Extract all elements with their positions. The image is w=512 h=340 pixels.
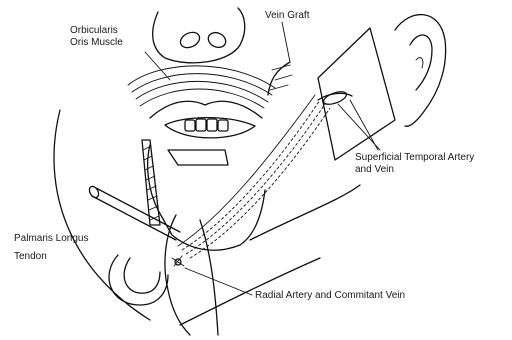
face-contour [54, 110, 150, 320]
mouth-opening [165, 118, 255, 138]
upper-lip [150, 101, 262, 118]
ear-inner-fold [416, 58, 423, 68]
orbicularis-leader [145, 52, 170, 80]
ear-inner [410, 35, 432, 90]
orbicularis-label-line1: Orbicularis [70, 25, 123, 37]
superficial-temporal-label: Superficial Temporal Artery and Vein [355, 152, 474, 176]
tooth [196, 119, 206, 131]
jaw-line [250, 185, 360, 240]
palmaris-label-line2: Tendon [14, 251, 88, 263]
superficial-temporal-label-line2: and Vein [355, 164, 474, 176]
forearm-flap [165, 215, 190, 335]
orbicularis-label-line2: Oris Muscle [70, 37, 123, 49]
tooth [207, 119, 217, 131]
palmaris-label-line1: Palmaris Longus [14, 233, 88, 245]
ear-outline [395, 15, 446, 127]
orbicularis-label: Orbicularis Oris Muscle [70, 25, 123, 49]
right-nostril [206, 30, 228, 50]
muscle-band [142, 140, 160, 225]
orbicularis-arc-4 [140, 89, 264, 108]
orbicularis-arc-2 [132, 74, 272, 95]
radial-leader [185, 268, 252, 295]
flap-inner-edge [168, 150, 228, 165]
superficial-temporal-label-line1: Superficial Temporal Artery [355, 152, 474, 164]
radial-anastomosis [172, 256, 184, 266]
sta-leader-2 [350, 100, 378, 150]
palmaris-tendon [92, 188, 180, 240]
tooth [218, 120, 228, 131]
temporal-flap [318, 28, 395, 160]
tooth [185, 120, 195, 131]
radial-artery-label: Radial Artery and Commitant Vein [255, 290, 405, 302]
flap-loop-inner [124, 258, 160, 293]
vein-graft-sutures [268, 62, 292, 95]
palmaris-label: Palmaris Longus Tendon [14, 233, 88, 263]
sta-anastomosis [322, 89, 348, 107]
vein-graft-label: Vein Graft [265, 10, 309, 22]
tendon-end [88, 185, 101, 199]
vein-graft-leader [282, 22, 290, 62]
left-nostril [178, 29, 202, 50]
